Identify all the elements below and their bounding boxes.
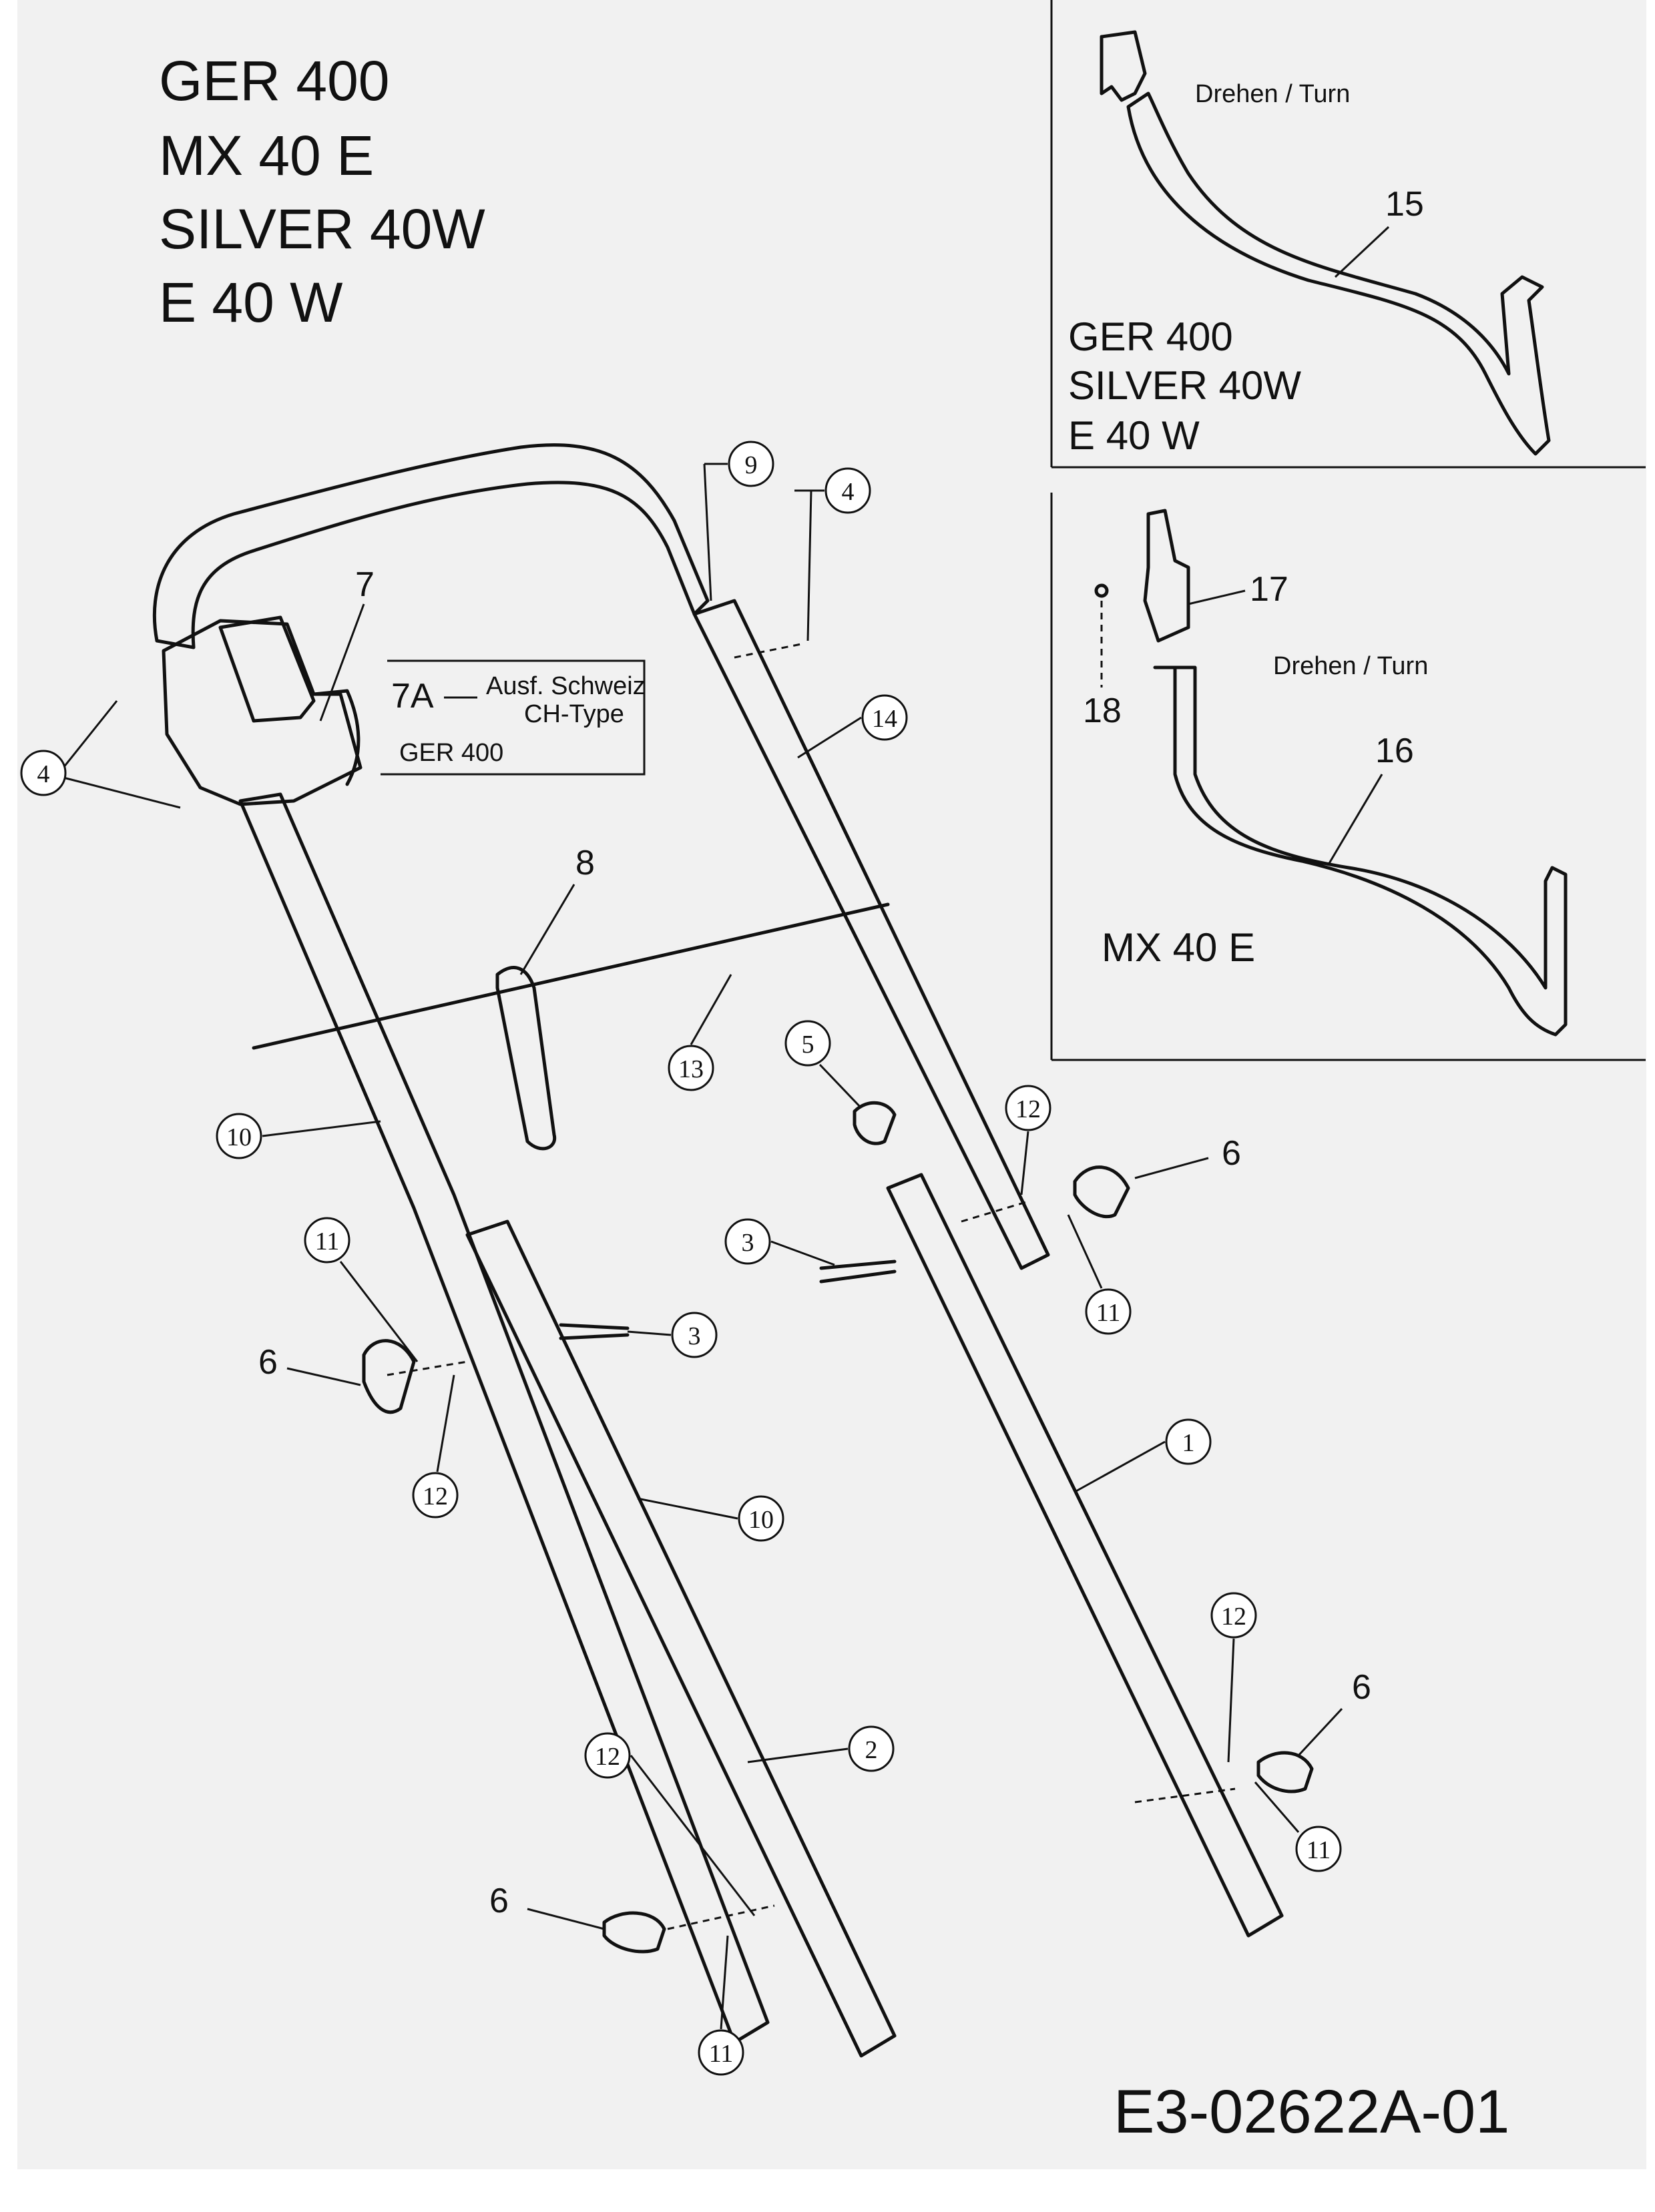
callout-3-right-text: 3 — [742, 1229, 754, 1257]
plain-labels: 7 8 6 6 6 6 — [258, 565, 1371, 1930]
label-6-lower-left: 6 — [489, 1882, 509, 1920]
callout-11-bottom-text: 11 — [709, 2040, 734, 2068]
handle-bar-top — [152, 443, 710, 649]
switch-box-7 — [162, 615, 363, 806]
callout-4-right-text: 4 — [842, 478, 855, 506]
knob-6-lower-right — [1256, 1751, 1314, 1793]
upper-handle-15 — [1100, 30, 1551, 456]
callout-9 — [728, 441, 774, 487]
callout-11-left-text: 11 — [315, 1227, 340, 1256]
callout-11-lower-right — [1295, 1826, 1342, 1872]
callout-4-left — [20, 750, 67, 796]
callout-11-right — [1085, 1288, 1132, 1335]
callout-14-text: 14 — [872, 705, 897, 733]
callout-12-lower-right-text: 12 — [1221, 1603, 1246, 1631]
lower-tube-2 — [465, 1219, 897, 2058]
inset-bottom-model: MX 40 E — [1102, 925, 1255, 970]
left-tube-upper — [238, 792, 770, 2044]
model-list: GER 400 MX 40 E SILVER 40W E 40 W — [159, 49, 485, 334]
main-assembly — [152, 443, 1314, 2058]
part-17-label: 17 — [1250, 570, 1288, 609]
callout-11-left — [304, 1217, 350, 1264]
lower-tube-1 — [886, 1173, 1284, 1938]
callout-1-text: 1 — [1182, 1429, 1195, 1457]
callout-3-right — [724, 1218, 771, 1265]
cable-guide-8 — [495, 966, 557, 1151]
turn-label-bottom: Drehen / Turn — [1273, 652, 1428, 680]
bolt-3-right — [819, 1260, 897, 1284]
box-7a-line2: CH-Type — [524, 700, 624, 728]
label-7: 7 — [355, 565, 375, 604]
part-18-label: 18 — [1083, 692, 1122, 730]
part-16-label: 16 — [1375, 732, 1414, 770]
callout-14 — [861, 694, 908, 741]
right-tube-14 — [692, 599, 1050, 1270]
callout-11-lower-right-text: 11 — [1307, 1836, 1331, 1864]
switch-body — [312, 689, 361, 786]
callout-12-top-right-text: 12 — [1015, 1095, 1041, 1123]
callout-13-text: 13 — [678, 1055, 704, 1083]
inset-top-model-2: SILVER 40W — [1068, 363, 1301, 408]
model-1: GER 400 — [159, 49, 390, 112]
label-6-right: 6 — [1222, 1134, 1241, 1173]
callout-4-left-text: 4 — [37, 760, 50, 788]
switch-17 — [1143, 509, 1190, 643]
model-2: MX 40 E — [159, 124, 374, 187]
callout-12-lower-left-text: 12 — [595, 1743, 620, 1771]
knob-5 — [853, 1101, 897, 1145]
bolt-3-left — [559, 1323, 630, 1340]
callout-13 — [668, 1045, 714, 1091]
inset-frames — [1050, 0, 1646, 1061]
callout-9-text: 9 — [745, 451, 758, 479]
callout-12-top-right — [1005, 1085, 1051, 1131]
callout-11-bottom — [698, 2029, 744, 2076]
label-7a: 7A — [391, 677, 434, 716]
upper-handle-16 — [1153, 665, 1568, 1037]
callout-3-left-text: 3 — [688, 1322, 701, 1350]
callout-5 — [784, 1020, 831, 1067]
callout-3-left — [671, 1312, 718, 1358]
label-8: 8 — [575, 844, 595, 882]
screw-18 — [1094, 583, 1109, 598]
model-3: SILVER 40W — [159, 198, 485, 260]
part-15-label: 15 — [1385, 185, 1424, 224]
inset-top-model-1: GER 400 — [1068, 314, 1233, 359]
callout-12-lower-right — [1210, 1592, 1257, 1639]
inset-bottom: 17 18 Drehen / Turn 16 MX 40 E — [1083, 509, 1568, 1037]
label-6-lower-right: 6 — [1352, 1668, 1371, 1707]
turn-label-top: Drehen / Turn — [1195, 80, 1350, 108]
callout-10-upper-text: 10 — [226, 1123, 252, 1151]
callout-11-right-text: 11 — [1096, 1299, 1121, 1327]
callout-2-text: 2 — [865, 1736, 878, 1764]
callout-10-upper — [216, 1113, 262, 1159]
knob-6-lower-left — [602, 1911, 666, 1954]
callout-10-lower-text: 10 — [748, 1506, 774, 1534]
label-6-left: 6 — [258, 1343, 278, 1382]
callout-12-left — [412, 1472, 459, 1518]
inset-top: Drehen / Turn 15 GER 400 SILVER 40W E 40… — [1068, 30, 1551, 458]
callouts: 9 4 4 14 13 5 12 11 10 — [20, 441, 1342, 2076]
callout-4-right — [824, 467, 871, 514]
drawing-code: E3-02622A-01 — [1114, 2078, 1509, 2146]
box-7a-line1: Ausf. Schweiz — [486, 672, 646, 700]
inset-top-model-3: E 40 W — [1068, 413, 1200, 458]
callout-1 — [1165, 1418, 1212, 1465]
model-4: E 40 W — [159, 271, 342, 334]
callout-2 — [848, 1725, 895, 1772]
box-7a: 7A Ausf. Schweiz CH-Type GER 400 — [381, 659, 646, 776]
callout-12-left-text: 12 — [423, 1482, 448, 1510]
knob-6-left — [362, 1339, 416, 1414]
knob-6-right — [1073, 1165, 1130, 1219]
cable-13 — [252, 902, 890, 1050]
box-7a-model: GER 400 — [399, 739, 503, 767]
callout-12-lower-left — [584, 1732, 631, 1779]
callout-5-text: 5 — [802, 1031, 814, 1059]
callout-10-lower — [738, 1495, 784, 1542]
drawing-sheet — [17, 0, 1646, 2169]
